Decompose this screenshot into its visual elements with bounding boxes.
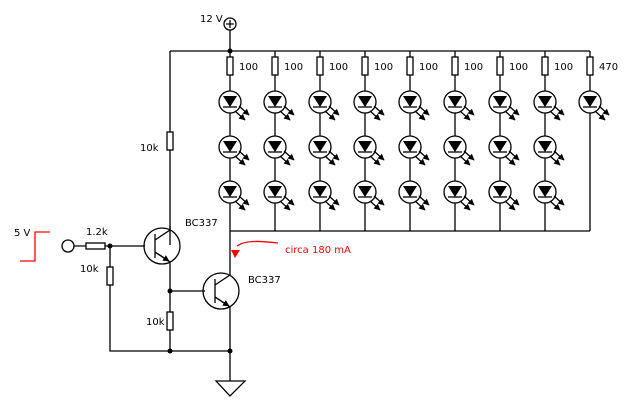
resistor-led-column-label: 100 xyxy=(509,62,528,73)
led-icon xyxy=(263,180,295,211)
led-column: 100 xyxy=(398,51,438,231)
resistor-led-column-label: 100 xyxy=(419,62,438,73)
led-icon xyxy=(443,90,475,121)
resistor-led-column-label: 100 xyxy=(284,62,303,73)
resistor-led-column-label: 470 xyxy=(599,62,618,73)
resistor-led-column xyxy=(541,56,549,76)
transistor-q2-label: BC337 xyxy=(248,275,281,286)
led-icon xyxy=(398,135,430,166)
resistor-led-column xyxy=(361,56,369,76)
resistor-led-column xyxy=(226,56,234,76)
transistor-q2 xyxy=(202,272,240,310)
input-label: 5 V xyxy=(14,228,31,239)
led-icon xyxy=(533,90,565,121)
resistor-input-pulldown xyxy=(106,266,114,286)
resistor-led-column xyxy=(496,56,504,76)
ground-icon xyxy=(214,380,247,397)
led-icon xyxy=(353,180,385,211)
led-icon xyxy=(533,180,565,211)
transistor-q1 xyxy=(143,226,181,265)
resistor-led-column-label: 100 xyxy=(374,62,393,73)
led-icon xyxy=(443,180,475,211)
led-icon xyxy=(308,90,340,121)
led-icon xyxy=(218,180,250,211)
led-icon xyxy=(488,135,520,166)
input-step-waveform xyxy=(20,231,50,262)
led-icon xyxy=(263,90,295,121)
resistor-q2-base-pulldown xyxy=(166,311,174,331)
resistor-led-column xyxy=(586,56,594,76)
led-column: 100 xyxy=(533,51,573,231)
led-column: 100 xyxy=(218,51,258,231)
resistor-input-pulldown-label: 10k xyxy=(80,264,99,275)
resistor-q1-collector xyxy=(166,131,174,151)
led-icon xyxy=(308,135,340,166)
resistor-led-column xyxy=(406,56,414,76)
led-icon xyxy=(398,90,430,121)
led-icon xyxy=(488,90,520,121)
current-annotation: circa 180 mA xyxy=(285,245,351,256)
led-icon xyxy=(308,180,340,211)
resistor-led-column xyxy=(316,56,324,76)
led-icon xyxy=(488,180,520,211)
resistor-led-column xyxy=(271,56,279,76)
led-column: 470 xyxy=(578,51,618,231)
transistor-q1-label: BC337 xyxy=(185,218,218,229)
led-icon xyxy=(263,135,295,166)
resistor-input-series xyxy=(85,242,106,250)
led-icon xyxy=(218,135,250,166)
led-icon xyxy=(533,135,565,166)
led-column: 100 xyxy=(308,51,348,231)
current-arrow xyxy=(236,240,279,247)
resistor-led-column-label: 100 xyxy=(329,62,348,73)
resistor-led-column-label: 100 xyxy=(554,62,573,73)
led-column: 100 xyxy=(263,51,303,231)
led-icon xyxy=(218,90,250,121)
led-icon xyxy=(578,90,610,121)
input-terminal[interactable] xyxy=(61,239,75,253)
resistor-led-column-label: 100 xyxy=(239,62,258,73)
supply-terminal xyxy=(223,17,237,54)
led-icon xyxy=(353,90,385,121)
supply-label: 12 V xyxy=(200,14,223,25)
led-column: 100 xyxy=(443,51,483,231)
led-icon xyxy=(398,180,430,211)
resistor-q1-collector-label: 10k xyxy=(140,143,159,154)
led-column: 100 xyxy=(488,51,528,231)
resistor-led-column-label: 100 xyxy=(464,62,483,73)
resistor-input-series-label: 1.2k xyxy=(86,227,108,238)
led-icon xyxy=(443,135,475,166)
led-column: 100 xyxy=(353,51,393,231)
led-grid: 100 100 100 100 100 100 100 100 470 xyxy=(218,51,618,231)
resistor-led-column xyxy=(451,56,459,76)
resistor-q2-base-pulldown-label: 10k xyxy=(146,317,165,328)
led-icon xyxy=(353,135,385,166)
